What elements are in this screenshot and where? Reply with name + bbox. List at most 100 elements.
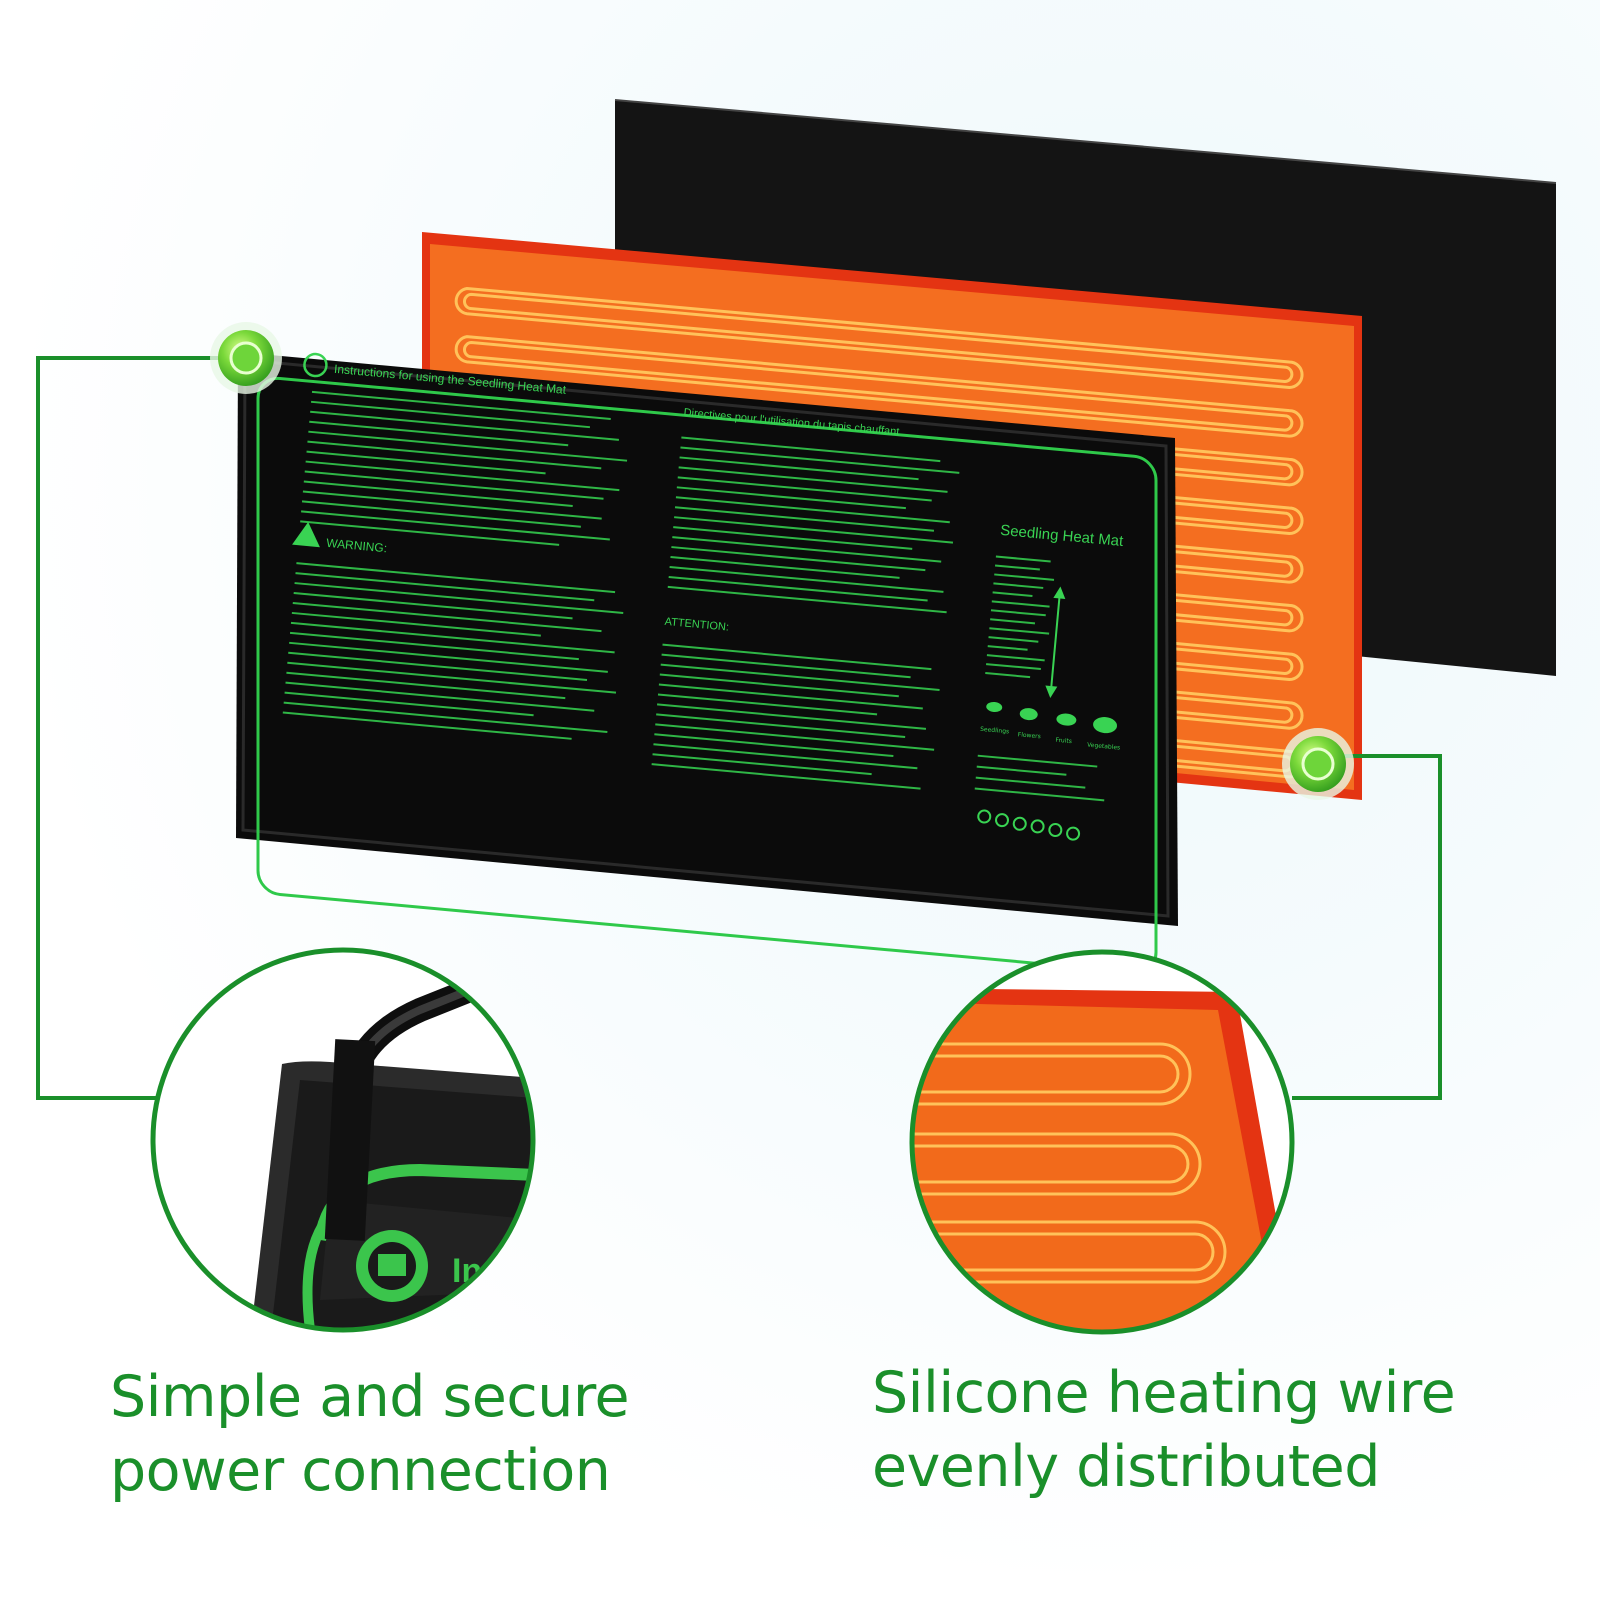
fine-print-line — [679, 456, 919, 481]
caption-left-line-2: power connection — [110, 1438, 611, 1504]
fine-print-line — [652, 753, 872, 776]
fine-print-line — [296, 562, 616, 594]
fine-print-line — [310, 410, 619, 441]
fine-print-line — [975, 776, 1086, 789]
fine-print-line — [989, 627, 1050, 635]
fine-print-line — [677, 476, 932, 502]
fine-print-line — [990, 618, 1036, 625]
crop-label-flowers: Flowers — [1017, 731, 1041, 740]
fine-print-line — [282, 711, 572, 740]
fine-print-line — [674, 516, 954, 544]
callout-dot-left — [210, 322, 282, 394]
fine-print-line — [985, 663, 1041, 671]
fine-print-line — [293, 592, 573, 620]
fine-print-line — [283, 701, 608, 734]
connector-lines — [36, 356, 1442, 1100]
fine-print-line — [287, 661, 617, 694]
fine-print-line — [301, 510, 610, 541]
heating-wire-loop-inner — [463, 341, 1294, 432]
fine-print-line — [671, 546, 926, 572]
fine-print-line — [658, 683, 923, 710]
fine-print-line — [310, 400, 591, 429]
fine-print-line — [977, 754, 1098, 768]
fine-print-line — [285, 681, 595, 712]
fine-print-line — [985, 672, 1031, 679]
crop-label-vegetables: Vegetables — [1087, 742, 1121, 752]
fine-print-line — [304, 470, 604, 500]
fine-print-line — [311, 390, 611, 421]
fine-print-line — [288, 651, 588, 681]
fine-print-line — [674, 506, 935, 532]
fine-print-line — [660, 663, 940, 691]
fine-print-line — [286, 671, 566, 700]
fine-print-line — [657, 693, 878, 716]
fine-print-line — [300, 520, 560, 546]
zoom-heating-wire — [909, 949, 1295, 1335]
fine-print-line — [669, 565, 944, 593]
fine-print-line — [987, 645, 1028, 651]
fine-print-line — [291, 611, 541, 637]
fine-print-line — [292, 601, 602, 633]
fine-print-line — [301, 500, 581, 528]
crop-label-seedlings: Seedlings — [980, 726, 1010, 736]
fine-print-line — [306, 450, 546, 475]
fine-print-line — [289, 631, 579, 661]
fine-print-line — [670, 556, 900, 579]
fine-print-line — [309, 420, 569, 447]
caption-left-line-1: Simple and secure — [110, 1364, 630, 1430]
fine-print-line — [667, 585, 947, 614]
fine-print-line — [988, 636, 1039, 643]
fine-print-line — [656, 703, 927, 730]
fine-print-line — [673, 526, 913, 550]
fine-print-line — [307, 440, 602, 470]
fine-print-line — [974, 787, 1105, 802]
fine-print-line — [294, 582, 624, 614]
front-heat-mat: Instructions for using the Seedling Heat… — [236, 352, 1178, 974]
fine-print-line — [992, 591, 1033, 597]
fine-print-line — [654, 733, 894, 758]
fine-print-line — [676, 486, 906, 510]
fine-print-line — [295, 572, 595, 602]
fine-print-line — [995, 555, 1051, 563]
fine-print-line — [302, 490, 602, 520]
caption-right-line-2: evenly distributed — [872, 1434, 1380, 1500]
mat-warning-label: WARNING: — [326, 536, 388, 555]
fine-print-line — [993, 582, 1044, 589]
fine-print-line — [994, 573, 1055, 581]
fine-print-line — [303, 480, 573, 507]
fine-print-line — [675, 496, 950, 524]
heating-wire-loop — [454, 287, 1304, 389]
fine-print-line — [289, 641, 608, 673]
fine-print-line — [680, 446, 960, 474]
heating-wire-loop-inner — [463, 292, 1294, 384]
fine-print-line — [661, 653, 911, 679]
fine-print-line — [651, 763, 921, 790]
zoom-power-connection: Ins — [150, 947, 536, 1333]
fine-print-line — [655, 723, 935, 751]
mat-green-border — [256, 376, 1158, 974]
caption-heating-wire: Silicone heating wire evenly distributed — [872, 1356, 1572, 1504]
fine-print-line — [656, 713, 906, 739]
caption-power-connection: Simple and secure power connection — [110, 1360, 670, 1508]
fine-print-line — [659, 673, 899, 698]
crop-icons — [986, 701, 1118, 734]
heating-wire-loop — [454, 335, 1304, 438]
caption-right-line-1: Silicone heating wire — [872, 1360, 1456, 1426]
fine-print-line — [662, 643, 932, 671]
fine-print-line — [991, 600, 1050, 608]
fine-print-line — [994, 564, 1040, 571]
fine-print-line — [308, 430, 628, 462]
fine-print-line — [653, 743, 918, 770]
fine-print-line — [990, 609, 1046, 617]
certification-marks — [977, 809, 1081, 841]
fine-print-line — [672, 536, 942, 563]
fine-print-line — [305, 460, 620, 492]
crop-label-fruits: Fruits — [1055, 737, 1072, 745]
fine-print-line — [284, 691, 534, 717]
mat-attention-label: ATTENTION: — [664, 616, 729, 634]
fine-print-line — [681, 436, 941, 463]
fine-print-line — [678, 466, 948, 493]
fine-print-line — [668, 575, 928, 602]
callout-dot-right — [1282, 728, 1354, 800]
